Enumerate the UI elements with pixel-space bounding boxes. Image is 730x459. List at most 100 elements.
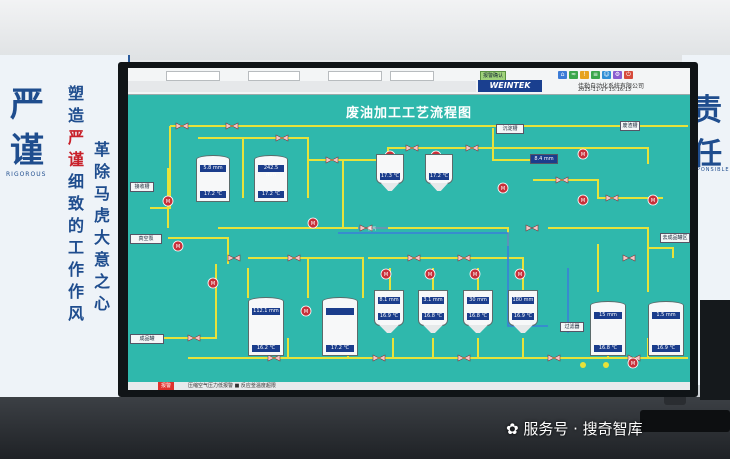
tank-dome (196, 155, 230, 164)
reactor-level: 30 mm (466, 297, 490, 304)
slogan-poster-left: 严 谨 RIGOROUS 塑造严谨细致的工作作风 革除马虎大意之心 (0, 55, 130, 405)
reactor-cone (379, 325, 399, 333)
svg-text:M: M (631, 361, 635, 367)
reactor-cone (513, 325, 533, 333)
tank-level: 15 mm (594, 312, 622, 319)
tank-dome (248, 297, 284, 306)
poster-subtitle: RIGOROUS (6, 171, 47, 178)
small-reactor-3[interactable]: 30 mm 16.8 ℃ (463, 290, 493, 333)
status-bar: 报警 压缩空气压力低报警 ■ 反应釜温度超限 (128, 382, 690, 390)
user-icon[interactable]: ☺ (602, 71, 611, 79)
recipe-icon[interactable]: ≡ (591, 71, 600, 79)
power-icon[interactable]: ⏻ (624, 71, 633, 79)
tank-level (326, 308, 354, 315)
reactor-level: 180 mm (511, 297, 535, 304)
right-dest-box[interactable]: 去成品罐区 (660, 233, 690, 243)
poster-character-2: 谨 (10, 131, 44, 171)
alarm-text: 压缩空气压力低报警 ■ 反应釜温度超限 (188, 383, 276, 389)
finished-tank-1[interactable]: 15 mm 16.8 ℃ (590, 301, 626, 356)
storage-tank-2[interactable]: 242.5 mm 17.2 ℃ (254, 155, 288, 202)
clock: 2025-11-17 15:16:13 (578, 87, 632, 93)
settings-icon[interactable]: ⚙ (613, 71, 622, 79)
tank-dome (322, 297, 358, 306)
tank-temp: 16.8 ℃ (594, 345, 622, 352)
side-monitor (700, 300, 730, 400)
watermark: ✿ 服务号 · 搜奇智库 (506, 420, 643, 438)
tank-temp: 16.9 ℃ (652, 345, 680, 352)
waste-tag[interactable]: 沉淀槽 (496, 124, 524, 134)
slogan-highlight: 严谨 (68, 128, 85, 169)
filter-box[interactable]: 过滤器 (560, 322, 584, 332)
topbar-blank-row (128, 81, 476, 92)
svg-text:M: M (518, 272, 522, 278)
reactor-temp: 17.2 ℃ (428, 173, 450, 180)
tank-level: 5.8 mm (200, 165, 226, 172)
tank-dome (590, 301, 626, 310)
reactor-1[interactable]: 17.3 ℃ (376, 154, 404, 191)
poster-slogan-1: 塑造严谨细致的工作作风 (68, 83, 86, 325)
slogan-part: 细致的工作作风 (68, 172, 85, 323)
svg-text:M: M (581, 198, 585, 204)
tank-level: 242.5 mm (258, 165, 284, 178)
small-reactor-4[interactable]: 180 mm 16.9 ℃ (508, 290, 538, 333)
tank-dome (648, 301, 684, 310)
product-box[interactable]: 成品罐 (130, 334, 164, 344)
svg-text:M: M (166, 199, 170, 205)
storage-tank-4[interactable]: 17.2 ℃ (322, 297, 358, 356)
pump-box[interactable]: 真空泵 (130, 234, 162, 244)
pipe-network: MMM MMM MMM MMM MMM M (148, 122, 688, 369)
hmi-screen: 报警确认 WEINTEK ⌂ ≈ ! ≡ ☺ ⚙ ⏻ 佳勒自动化系统有限公司 2… (128, 68, 690, 390)
reactor-level: 8.1 mm (377, 297, 401, 304)
svg-text:M: M (581, 152, 585, 158)
waste-box[interactable]: 废渣槽 (620, 121, 640, 131)
info-field (390, 71, 434, 81)
poster-slogan-2: 革除马虎大意之心 (94, 140, 111, 313)
reactor-cone (468, 325, 488, 333)
trend-icon[interactable]: ≈ (569, 71, 578, 79)
svg-text:M: M (304, 309, 308, 315)
company-name: 佳勒自动化系统有限公司 (578, 83, 645, 90)
svg-text:M: M (384, 272, 388, 278)
reactor-level: 3.1 mm (421, 297, 445, 304)
small-reactor-1[interactable]: 8.1 mm 16.9 ℃ (374, 290, 404, 333)
svg-text:M: M (311, 221, 315, 227)
reactor-cone (429, 183, 449, 191)
tank-temp: 17.2 ℃ (326, 345, 354, 352)
svg-text:M: M (473, 272, 477, 278)
slogan-part: 塑造 (68, 84, 85, 125)
alarm-icon[interactable]: ! (580, 71, 589, 79)
poster-character-1: 严 (10, 85, 44, 125)
svg-text:M: M (428, 272, 432, 278)
keyboard (640, 410, 730, 432)
small-reactor-2[interactable]: 3.1 mm 16.8 ℃ (418, 290, 448, 333)
reactor-cone (423, 325, 443, 333)
info-field (328, 71, 382, 81)
steam-label: 蒸汽 (368, 226, 376, 231)
svg-text:M: M (176, 244, 180, 250)
storage-tank-3[interactable]: 112.1 mm 16.2 ℃ (248, 297, 284, 356)
tank-level: 112.1 mm (252, 308, 280, 315)
home-icon[interactable]: ⌂ (558, 71, 567, 79)
finished-tank-2[interactable]: 1.5 mm 16.9 ℃ (648, 301, 684, 356)
svg-text:M: M (501, 186, 505, 192)
tank-temp: 17.2 ℃ (258, 191, 284, 198)
desk (0, 397, 730, 459)
reactor-temp: 16.8 ℃ (421, 313, 445, 320)
tank-temp: 17.2 ℃ (200, 191, 226, 198)
poster-subtitle: RESPONSIBLE (684, 167, 730, 173)
reactor-temp: 16.9 ℃ (511, 313, 535, 320)
reactor-2[interactable]: 17.2 ℃ (425, 154, 453, 191)
tank-level: 1.5 mm (652, 312, 680, 319)
reactor-temp: 16.8 ℃ (466, 313, 490, 320)
brand-logo: WEINTEK (478, 80, 542, 92)
ceiling (0, 0, 730, 60)
alarm-banner[interactable]: 报警 (158, 382, 175, 390)
center-level-box: 8.4 mm (530, 154, 558, 164)
svg-text:M: M (651, 198, 655, 204)
hmi-topbar: 报警确认 WEINTEK ⌂ ≈ ! ≡ ☺ ⚙ ⏻ 佳勒自动化系统有限公司 2… (128, 68, 690, 95)
receive-box[interactable]: 接收槽 (130, 182, 154, 192)
storage-tank-1[interactable]: 5.8 mm 17.2 ℃ (196, 155, 230, 202)
page-title: 废油加工工艺流程图 (345, 106, 472, 121)
info-field (166, 71, 220, 81)
tank-dome (254, 155, 288, 164)
